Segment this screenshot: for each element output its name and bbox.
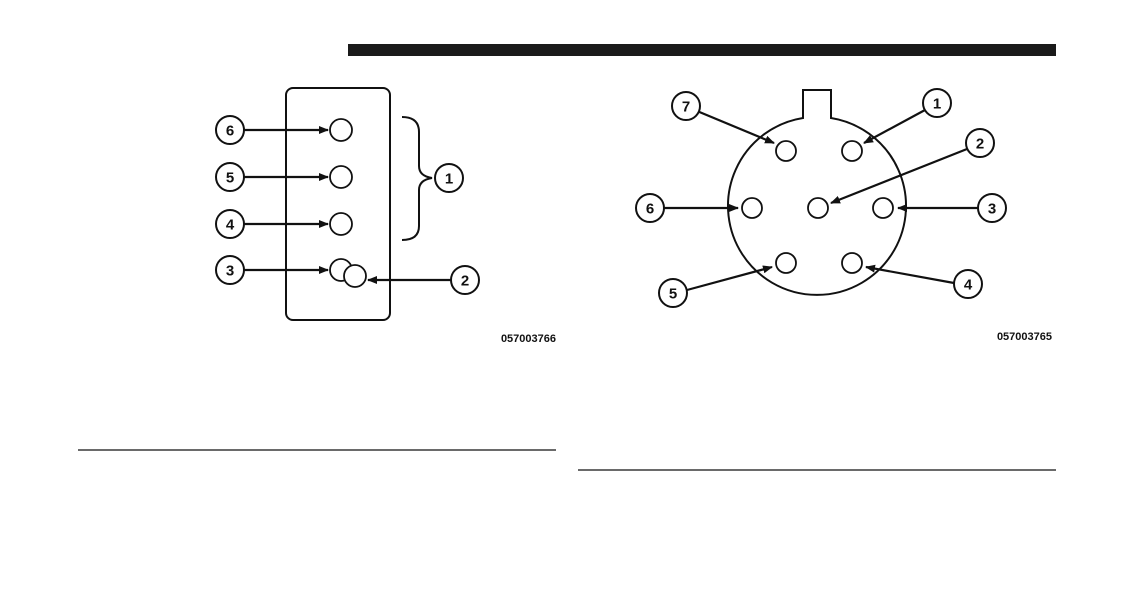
svg-text:4: 4 bbox=[226, 217, 235, 234]
left-callout-6: 6 bbox=[216, 116, 244, 144]
right-connector-body bbox=[728, 90, 906, 295]
right-callout-3: 3 bbox=[978, 194, 1006, 222]
left-figure-code: 057003766 bbox=[501, 333, 556, 345]
svg-text:3: 3 bbox=[226, 263, 234, 280]
left-connector-diagram: 6 5 4 3 2 1 057003766 bbox=[216, 88, 556, 345]
svg-text:7: 7 bbox=[682, 99, 690, 116]
left-pin-6 bbox=[330, 119, 352, 141]
header-bar bbox=[348, 44, 1056, 56]
svg-text:1: 1 bbox=[445, 171, 453, 188]
right-connector-diagram: 7 1 2 6 3 5 4 057003765 bbox=[636, 89, 1052, 343]
left-pin-5 bbox=[330, 166, 352, 188]
svg-text:5: 5 bbox=[669, 286, 677, 303]
svg-text:3: 3 bbox=[988, 201, 996, 218]
left-pin-4 bbox=[330, 213, 352, 235]
svg-text:6: 6 bbox=[226, 123, 234, 140]
right-pin-5 bbox=[776, 253, 796, 273]
left-callout-1: 1 bbox=[435, 164, 463, 192]
svg-text:5: 5 bbox=[226, 170, 234, 187]
left-group-bracket bbox=[402, 117, 432, 240]
right-pin-1 bbox=[842, 141, 862, 161]
right-pin-4 bbox=[842, 253, 862, 273]
right-callout-2: 2 bbox=[966, 129, 994, 157]
svg-text:2: 2 bbox=[976, 136, 984, 153]
right-arrow-1 bbox=[864, 110, 925, 143]
right-pin-7 bbox=[776, 141, 796, 161]
right-callout-6: 6 bbox=[636, 194, 664, 222]
right-arrow-5 bbox=[687, 267, 772, 290]
left-callout-3: 3 bbox=[216, 256, 244, 284]
right-arrow-4 bbox=[866, 267, 954, 283]
svg-text:2: 2 bbox=[461, 273, 469, 290]
right-pin-6 bbox=[742, 198, 762, 218]
right-callout-7: 7 bbox=[672, 92, 700, 120]
right-callout-4: 4 bbox=[954, 270, 982, 298]
left-callout-4: 4 bbox=[216, 210, 244, 238]
svg-text:4: 4 bbox=[964, 277, 973, 294]
right-figure-code: 057003765 bbox=[997, 331, 1052, 343]
left-callout-5: 5 bbox=[216, 163, 244, 191]
right-callout-5: 5 bbox=[659, 279, 687, 307]
right-pin-2 bbox=[808, 198, 828, 218]
right-arrow-7 bbox=[697, 111, 774, 143]
left-pin-2 bbox=[344, 265, 366, 287]
svg-text:1: 1 bbox=[933, 96, 941, 113]
right-pin-3 bbox=[873, 198, 893, 218]
right-callout-1: 1 bbox=[923, 89, 951, 117]
svg-text:6: 6 bbox=[646, 201, 654, 218]
left-callout-2: 2 bbox=[451, 266, 479, 294]
